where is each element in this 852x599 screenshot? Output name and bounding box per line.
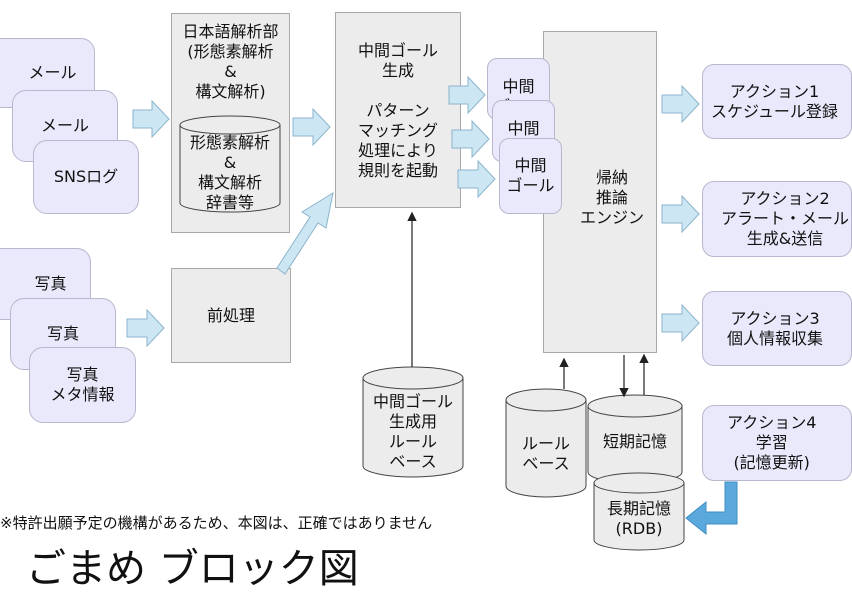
rule-base-cylinder	[505, 388, 587, 498]
dictionary-cylinder	[179, 115, 281, 213]
arrow-photo-to-preprocess	[126, 308, 165, 348]
page-title: ごまめ ブロック図	[26, 546, 359, 592]
diagram-graphics	[126, 75, 738, 551]
arrow-goal-to-card-1	[448, 75, 486, 115]
mail-label: メール	[40, 116, 89, 135]
arrow-goal-to-card-2	[451, 119, 490, 159]
goal-rule-base-label: 中間ゴール 生成用 ルール ベース	[372, 392, 453, 471]
goal-rule-base-cylinder	[362, 366, 464, 478]
action-4-label: アクション4 学習 (記憶更新)	[727, 413, 817, 472]
action-1-box: アクション1 スケジュール登録	[702, 64, 852, 139]
japanese-analysis-label: 日本語解析部 (形態素解析 & 構文解析)	[182, 22, 279, 101]
photo-label: 写真	[34, 274, 67, 293]
arrow-preprocess-to-goal	[276, 191, 334, 275]
preprocessing-block: 前処理	[171, 268, 291, 363]
intermediate-goal-card-3: 中間 ゴール	[499, 138, 562, 214]
action-2-label: アクション2 アラート・メール 生成&送信	[721, 189, 850, 248]
sns-log-label: SNSログ	[53, 167, 119, 186]
goal-generation-block: 中間ゴール 生成 パターン マッチング 処理により 規則を起動	[335, 12, 461, 208]
preprocessing-label: 前処理	[206, 305, 255, 325]
arrow-goal-to-card-3	[457, 159, 496, 199]
long-term-memory-label: 長期記憶 (RDB)	[606, 499, 671, 538]
long-term-memory-cylinder	[593, 472, 685, 551]
intermediate-goal-card-2-label: 中間	[507, 119, 540, 138]
dictionary-label: 形態素解析 & 構文解析 辞書等	[189, 133, 270, 212]
action-1-label: アクション1 スケジュール登録	[711, 81, 838, 121]
arrow-engine-to-action-2	[661, 194, 700, 234]
photo-meta-box: 写真 メタ情報	[29, 347, 136, 423]
mail-label: メール	[28, 63, 77, 82]
arrow-learning-to-memory	[685, 481, 738, 536]
arrow-engine-to-action-1	[661, 84, 700, 124]
inference-engine-block: 帰納 推論 エンジン	[543, 31, 657, 353]
intermediate-goal-card-3-label: 中間 ゴール	[506, 156, 555, 195]
short-term-memory-cylinder	[587, 394, 683, 484]
arrow-mail-to-analysis	[132, 99, 170, 139]
inference-engine-label: 帰納 推論 エンジン	[579, 168, 644, 227]
photo-label: 写真	[46, 324, 79, 343]
action-2-box: アクション2 アラート・メール 生成&送信	[702, 181, 852, 257]
arrow-engine-to-action-3	[661, 303, 700, 343]
action-3-label: アクション3 個人情報収集	[727, 308, 824, 348]
sns-log-box: SNSログ	[33, 140, 139, 214]
arrow-analysis-to-goal	[292, 107, 331, 147]
goal-generation-label: 中間ゴール 生成 パターン マッチング 処理により 規則を起動	[357, 41, 438, 180]
rule-base-label: ルール ベース	[521, 434, 570, 473]
short-term-memory-label: 短期記憶	[602, 432, 667, 451]
disclaimer-note: ※特許出願予定の機構があるため、本図は、正確ではありません	[0, 514, 433, 532]
action-4-box: アクション4 学習 (記憶更新)	[702, 405, 852, 481]
photo-meta-label: 写真 メタ情報	[50, 365, 115, 404]
